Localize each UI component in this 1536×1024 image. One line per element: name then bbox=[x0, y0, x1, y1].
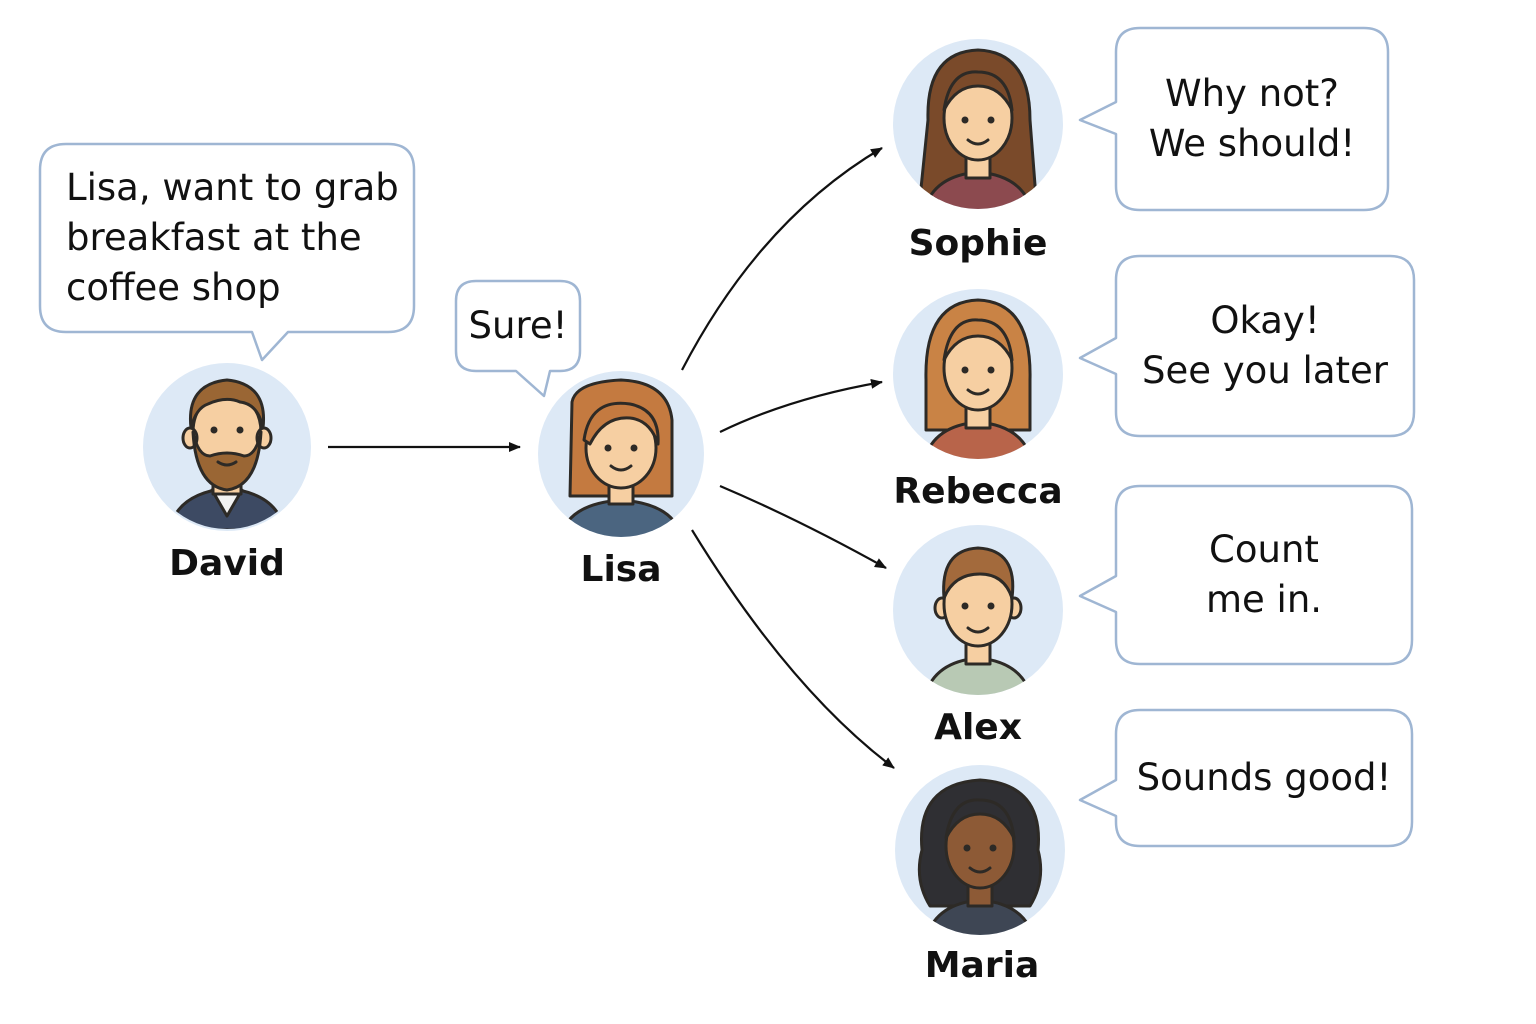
rebecca-message: Okay! See you later bbox=[1116, 256, 1414, 436]
alex-name-label: Alex bbox=[934, 707, 1022, 748]
sophie-speech-bubble bbox=[1078, 26, 1390, 212]
rebecca-message-text: Okay! See you later bbox=[1142, 299, 1388, 392]
arrow-lisa-to-alex bbox=[719, 484, 887, 569]
maria-speech-bubble bbox=[1078, 708, 1414, 848]
arrow-lisa-to-rebecca bbox=[719, 378, 883, 433]
david-name-label: David bbox=[169, 543, 285, 584]
maria-message-text: Sounds good! bbox=[1136, 756, 1392, 799]
lisa-speech-bubble bbox=[454, 279, 582, 398]
lisa-name-label: Lisa bbox=[580, 549, 662, 590]
alex-message-text: Count me in. bbox=[1205, 528, 1323, 621]
woman-bob-haircut-avatar-icon bbox=[538, 371, 704, 537]
lisa-message: Sure! bbox=[456, 281, 580, 371]
bearded-man-avatar-icon bbox=[143, 363, 311, 531]
sophie-message: Why not? We should! bbox=[1116, 28, 1388, 210]
woman-long-hair-avatar-icon bbox=[893, 39, 1063, 209]
rebecca-speech-bubble bbox=[1078, 254, 1416, 438]
woman-auburn-hair-avatar-icon bbox=[893, 289, 1063, 459]
arrow-lisa-to-maria bbox=[691, 529, 895, 769]
david-speech-bubble bbox=[38, 142, 416, 362]
sophie-message-text: Why not? We should! bbox=[1148, 72, 1356, 165]
lisa-message-text: Sure! bbox=[468, 304, 568, 347]
maria-message: Sounds good! bbox=[1116, 710, 1412, 846]
rebecca-name-label: Rebecca bbox=[893, 471, 1063, 512]
alex-message: Count me in. bbox=[1116, 486, 1412, 664]
maria-name-label: Maria bbox=[924, 945, 1040, 986]
arrow-lisa-to-sophie bbox=[681, 147, 883, 371]
woman-curly-hair-avatar-icon bbox=[895, 765, 1065, 935]
sophie-name-label: Sophie bbox=[908, 223, 1048, 264]
man-short-hair-avatar-icon bbox=[893, 525, 1063, 695]
david-message-text: Lisa, want to grab breakfast at the coff… bbox=[66, 166, 399, 309]
david-message: Lisa, want to grab breakfast at the coff… bbox=[40, 144, 414, 332]
alex-speech-bubble bbox=[1078, 484, 1414, 666]
